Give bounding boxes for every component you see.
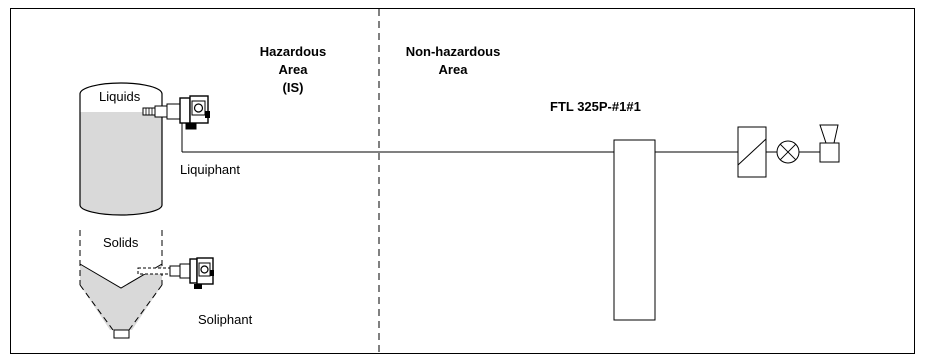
svg-text:Hazardous: Hazardous: [260, 44, 326, 59]
solids-label: Solids: [103, 235, 139, 250]
solids-silo: [79, 230, 163, 339]
ftl-unit-box: [613, 139, 656, 321]
liquiphant-label: Liquiphant: [180, 162, 240, 177]
liquid-tank: [79, 82, 163, 216]
hazardous-area-label: Hazardous Area (IS): [260, 44, 326, 95]
horn-icon: [819, 124, 840, 163]
silo-outlet: [113, 329, 130, 339]
liquid-fill: [80, 112, 162, 215]
soliphant-sensor-icon: [137, 257, 214, 289]
unit-label: FTL 325P-#1#1: [550, 99, 641, 114]
liquids-label: Liquids: [99, 89, 141, 104]
svg-text:Area: Area: [279, 62, 309, 77]
relay-icon: [737, 126, 767, 178]
svg-text:Area: Area: [439, 62, 469, 77]
liquiphant-sensor-icon: [142, 95, 210, 130]
soliphant-label: Soliphant: [198, 312, 253, 327]
non-hazardous-area-label: Non-hazardous Area: [406, 44, 501, 77]
svg-text:Non-hazardous: Non-hazardous: [406, 44, 501, 59]
svg-text:(IS): (IS): [283, 80, 304, 95]
tank-outline: [79, 82, 163, 216]
diagram-frame: [10, 8, 915, 354]
lamp-icon: [776, 140, 800, 164]
